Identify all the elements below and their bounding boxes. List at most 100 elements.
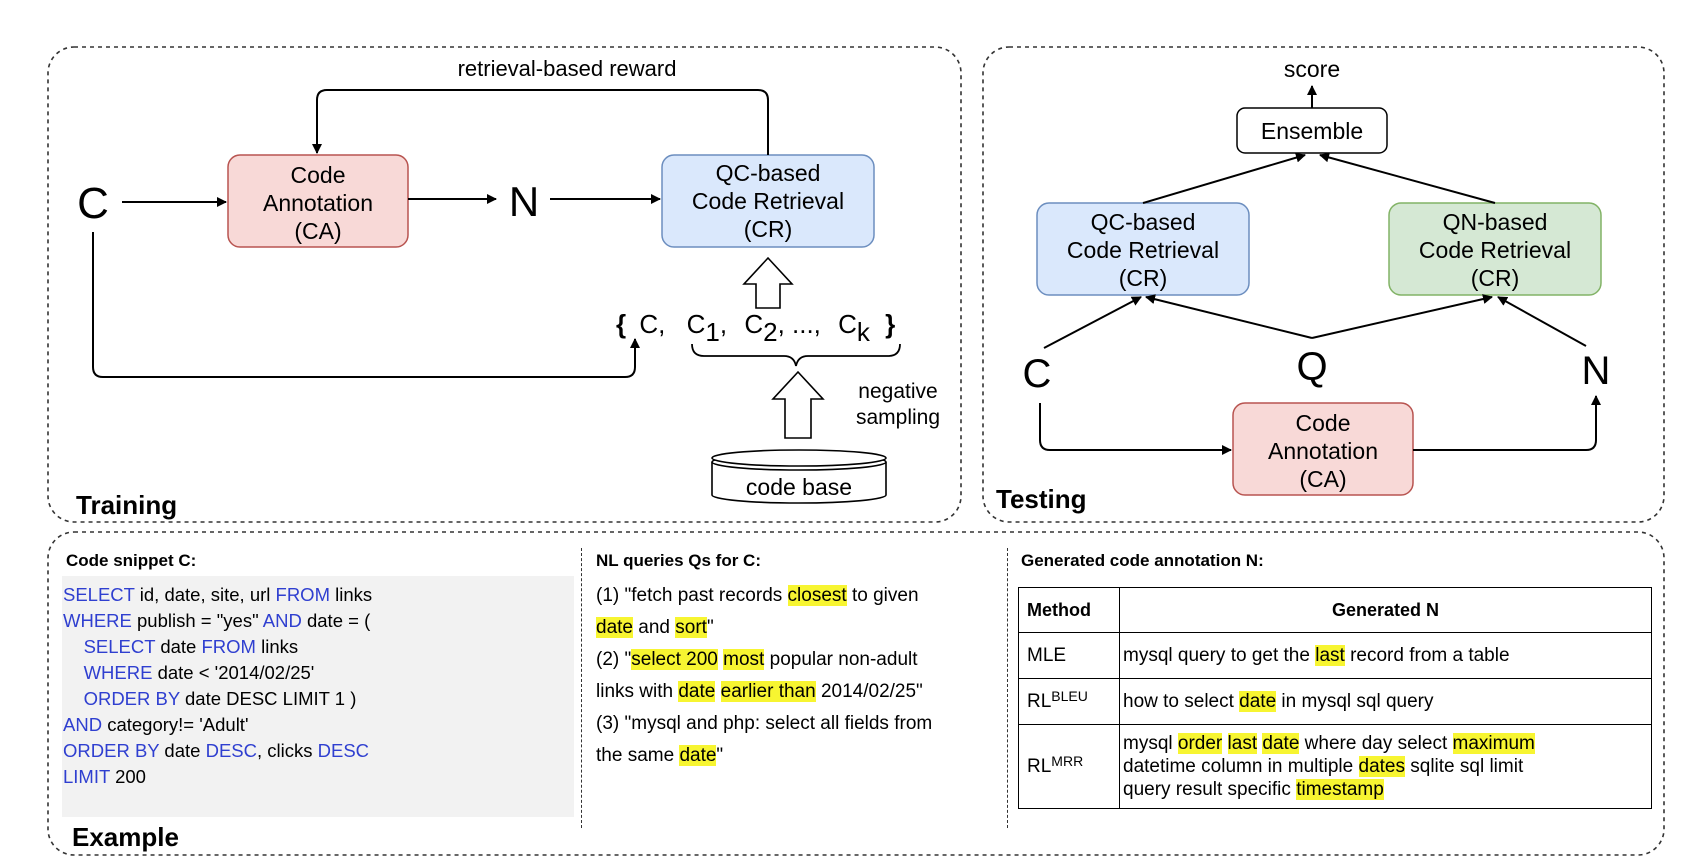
code-line: ORDER BY date DESC LIMIT 1 ) (63, 688, 357, 710)
query-token (715, 681, 720, 702)
query-token: (2) " (596, 649, 632, 670)
generated-cell: mysql query to get the last record from … (1119, 632, 1652, 679)
queries-heading: NL queries Qs for C: (596, 551, 761, 570)
annotation-token: record from a table (1344, 645, 1510, 666)
training-intermediate-n: N (509, 178, 539, 225)
ensemble-box (1236, 107, 1388, 154)
candidate-brace (691, 343, 901, 367)
method-cell: MLE (1018, 632, 1120, 679)
table-header-generated: Generated N (1119, 587, 1652, 633)
code-token: WHERE (83, 662, 153, 683)
arrow-qc-to-ensemble (1142, 152, 1306, 204)
arrow-c-to-qc (1043, 296, 1142, 349)
code-line: SELECT date FROM links (63, 636, 299, 658)
code-token: WHERE (63, 610, 132, 631)
query-token: 2014/02/25" (815, 681, 923, 702)
code-token: DESC (205, 740, 257, 761)
code-token: AND (262, 610, 302, 631)
training-cr-line2: Code Retrieval (692, 188, 844, 214)
code-token: SELECT (63, 584, 135, 605)
testing-c: C (1023, 352, 1052, 396)
annotation-token: sqlite sql limit (1404, 756, 1524, 777)
code-token: DESC (317, 740, 370, 761)
arrow-testing-ca-to-n (1413, 395, 1601, 451)
code-token: ORDER BY (83, 688, 180, 709)
code-token: LIMIT (63, 766, 110, 787)
arrow-c-to-testing-ca (1039, 403, 1232, 455)
annotation-token: in mysql sql query (1276, 691, 1434, 712)
annotation-token: timestamp (1296, 779, 1384, 800)
testing-panel (982, 46, 1665, 523)
training-ca-line3: (CA) (294, 218, 341, 244)
code-token: publish = "yes" (131, 610, 263, 631)
training-ca-box (227, 154, 409, 248)
query-token: (1) "fetch past records (596, 585, 788, 606)
code-token: links (255, 636, 299, 657)
query-token: date (679, 745, 717, 766)
query-line: (1) "fetch past records closest to given (596, 585, 919, 607)
candidate-set: { C, C1, C2, ..., Ck } (616, 309, 895, 347)
example-panel (47, 531, 1665, 856)
training-ca-line2: Annotation (263, 190, 373, 216)
code-line: SELECT id, date, site, url FROM links (63, 584, 372, 606)
query-token: " (706, 617, 714, 638)
query-token: earlier than (720, 681, 816, 702)
query-token: closest (787, 585, 847, 606)
testing-qc-line3: (CR) (1119, 265, 1168, 291)
code-token (63, 636, 84, 657)
query-token: date (678, 681, 716, 702)
code-heading: Code snippet C: (66, 551, 197, 570)
arrow-reward-loop (312, 89, 769, 155)
code-snippet-box (62, 576, 574, 817)
code-token: FROM (201, 636, 256, 657)
query-line: (2) "select 200 most popular non-adult (596, 649, 918, 671)
query-token: " (716, 745, 724, 766)
testing-qn-line1: QN-based (1443, 209, 1548, 235)
code-token: , clicks (257, 740, 318, 761)
code-token: ORDER BY (63, 740, 160, 761)
annotation-token: last (1227, 733, 1258, 754)
testing-q: Q (1296, 345, 1327, 389)
annotation-token: how to select (1123, 691, 1240, 712)
testing-ca-line1: Code (1296, 410, 1351, 436)
arrow-n-to-qn (1497, 296, 1587, 347)
training-label: Training (76, 490, 178, 520)
testing-ca-line2: Annotation (1268, 438, 1378, 464)
negative-sampling-line1: negative (858, 380, 937, 403)
testing-label: Testing (996, 484, 1087, 514)
query-token: most (723, 649, 765, 670)
code-base-label: code base (746, 474, 852, 500)
ensemble-label: Ensemble (1261, 118, 1363, 144)
testing-score: score (1284, 56, 1340, 82)
column-divider-2 (1007, 548, 1008, 828)
code-token: SELECT (83, 636, 156, 657)
arrow-qn-to-ensemble (1319, 152, 1496, 204)
table-header-row: Method Generated N (1018, 587, 1652, 633)
code-token (63, 688, 84, 709)
training-cr-line1: QC-based (716, 160, 821, 186)
code-token: 200 (109, 766, 146, 787)
code-token: category!= 'Adult' (102, 714, 249, 735)
code-line: AND category!= 'Adult' (63, 714, 248, 736)
code-token: date < '2014/02/25' (152, 662, 315, 683)
annotation-token: mysql query to get the (1123, 645, 1316, 666)
table-header-method: Method (1018, 587, 1120, 633)
arrow-q-to-qc (1145, 294, 1313, 339)
code-token: date (159, 740, 206, 761)
code-token (63, 662, 84, 683)
arrow-c-to-candidates (92, 232, 640, 378)
hollow-arrow-to-cr (742, 256, 794, 309)
training-panel (47, 46, 962, 523)
query-token: and (632, 617, 676, 638)
code-token: date = ( (301, 610, 371, 631)
annotation-heading: Generated code annotation N: (1021, 551, 1264, 570)
annotation-token: last (1315, 645, 1345, 666)
code-token: date DESC LIMIT 1 ) (179, 688, 357, 709)
training-ca-line1: Code (291, 162, 346, 188)
query-line: links with date earlier than 2014/02/25" (596, 681, 923, 703)
query-token: popular non-adult (764, 649, 918, 670)
annotation-token: maximum (1452, 733, 1535, 754)
